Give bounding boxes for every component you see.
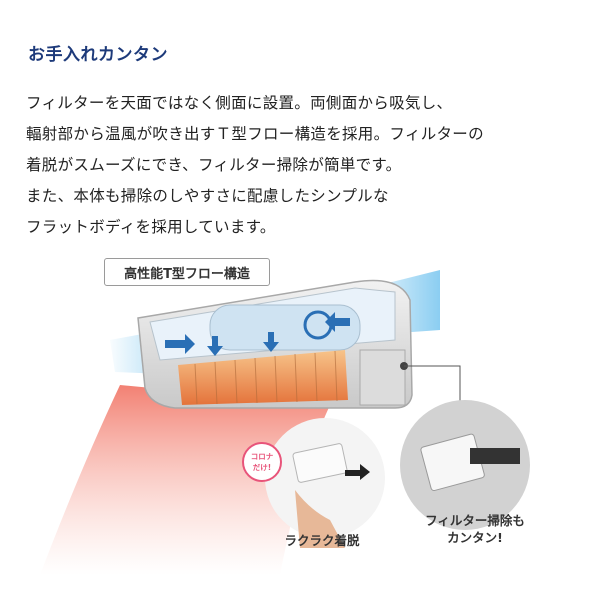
- heat-glow: [40, 385, 330, 575]
- fan-cylinder: [209, 304, 361, 351]
- callout-line: [404, 365, 461, 410]
- corona-only-badge: コロナ だけ!: [242, 442, 282, 482]
- description-line: また、本体も掃除のしやすさに配慮したシンプルな: [26, 187, 389, 205]
- section-heading: お手入れカンタン: [28, 45, 168, 65]
- arrow-icon: [345, 464, 370, 480]
- heater-side-panel: [359, 349, 406, 406]
- heater-illustration: [40, 270, 530, 575]
- description-line: フラットボディを採用しています。: [26, 218, 276, 236]
- caption-filter-cleaning: フィルター掃除も カンタン!: [400, 512, 550, 546]
- t-flow-label: 高性能T型フロー構造: [104, 258, 270, 286]
- air-flow-arrow-icon: [207, 336, 223, 356]
- filter-panel: [292, 443, 348, 483]
- badge-line: コロナ: [250, 452, 274, 461]
- caption-line: カンタン!: [447, 530, 503, 545]
- air-flow-arrow-icon: [263, 332, 279, 352]
- hand: [295, 490, 345, 548]
- air-flow-arrow-icon: [325, 312, 350, 332]
- description: フィルターを天面ではなく側面に設置。両側面から吸気し、 輻射部から温風が吹き出す…: [26, 88, 586, 243]
- badge-line: だけ!: [252, 463, 272, 472]
- caption-line: フィルター掃除も: [425, 513, 525, 528]
- filter-removal-circle: [265, 418, 385, 538]
- description-line: 輻射部から温風が吹き出すＴ型フロー構造を採用。フィルターの: [26, 125, 484, 143]
- heater-element: [178, 350, 348, 405]
- air-flow-arrow-icon: [165, 334, 195, 354]
- heater-edge: [470, 448, 520, 464]
- description-line: フィルターを天面ではなく側面に設置。両側面から吸気し、: [26, 94, 453, 112]
- caption-easy-detach: ラクラク着脱: [284, 533, 360, 548]
- description-line: 着脱がスムーズにでき、フィルター掃除が簡単です。: [26, 156, 402, 174]
